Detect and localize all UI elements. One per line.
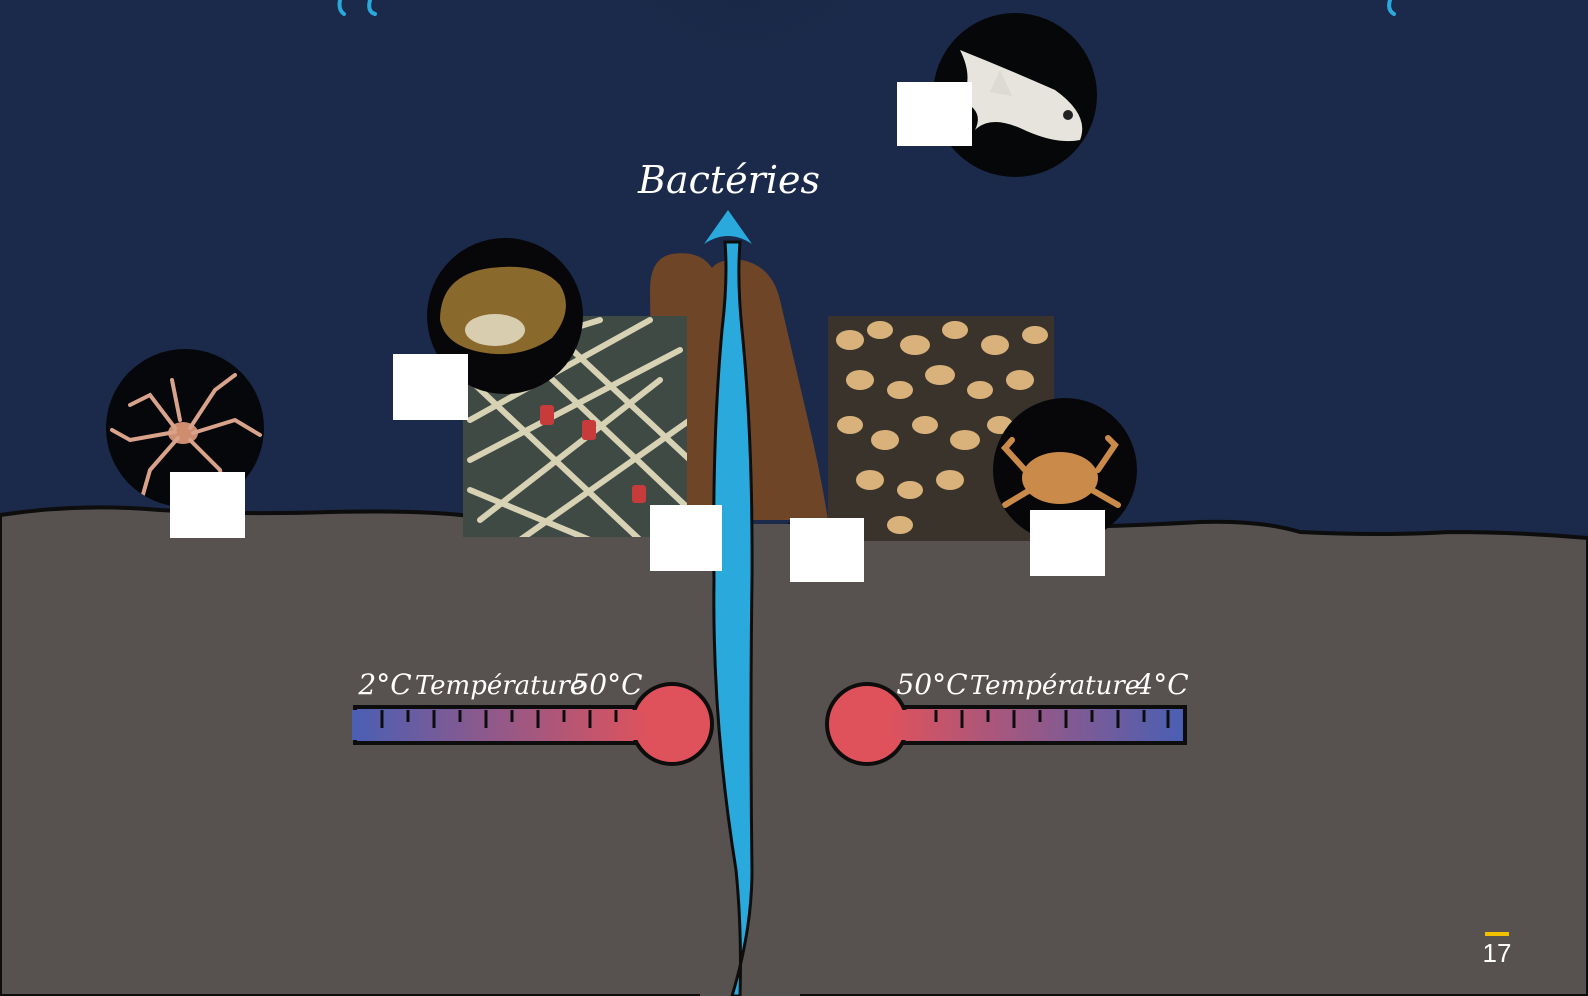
right-therm-title: Température: [970, 671, 1140, 701]
bacteria-label: Bactéries: [637, 158, 820, 202]
left-therm-max-label: 50°C: [571, 668, 642, 701]
page-number-accent: [1485, 932, 1509, 936]
fish-label-box: [897, 82, 972, 146]
left-therm-title: Température: [415, 671, 585, 701]
right-therm-max-label: 50°C: [896, 668, 967, 701]
seafloor-right: [790, 522, 1588, 996]
seafloor: [0, 507, 705, 996]
page-number: 17: [1483, 938, 1512, 968]
left-therm-min-label: 2°C: [357, 668, 411, 701]
crab-label-box: [1030, 510, 1105, 576]
mussel-label-box: [790, 518, 864, 582]
snail-label-box: [393, 354, 468, 420]
tubeworm-label-box: [650, 505, 722, 571]
spider-label-box: [170, 472, 245, 538]
right-therm-min-label: 4°C: [1134, 668, 1188, 701]
